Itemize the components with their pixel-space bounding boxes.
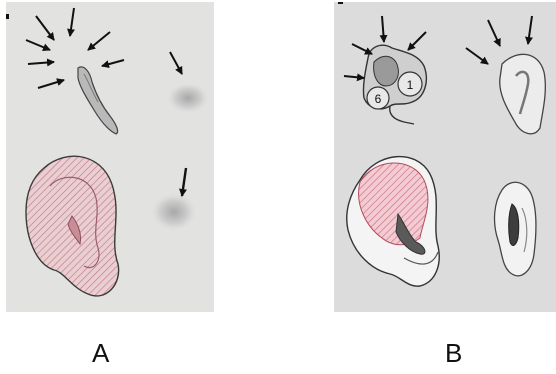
hillocks-stage: 1 6: [344, 16, 426, 124]
adult-ear-hatched: [26, 156, 119, 296]
side-view-lower: [150, 168, 198, 232]
panel-a-illustrations: [6, 2, 214, 312]
adult-ear-hatched: [347, 157, 439, 287]
panel-b-caption: B: [445, 338, 462, 369]
early-auricle-stage: [26, 8, 124, 134]
side-view-lower: [495, 182, 536, 275]
region-six-label: 6: [375, 92, 382, 106]
panel-a: [6, 2, 214, 312]
panel-a-caption: A: [92, 338, 109, 369]
panel-b: 1 6: [334, 2, 556, 312]
arrow-icon: [26, 8, 124, 88]
side-view-upper: [166, 52, 210, 114]
region-one-label: 1: [407, 78, 414, 92]
arrow-icon: [182, 168, 186, 196]
arrow-icon: [170, 52, 182, 74]
side-view-upper: [466, 16, 545, 134]
panel-b-illustrations: 1 6: [334, 2, 556, 312]
